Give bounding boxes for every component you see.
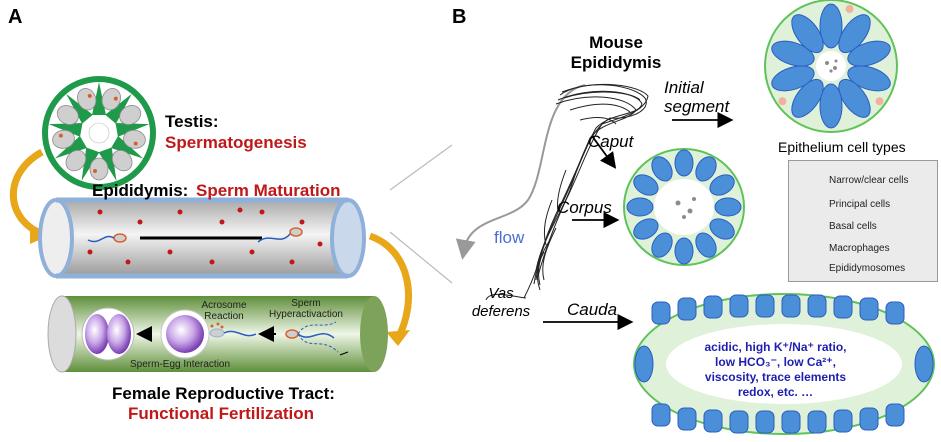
panel-b-label: B [452, 6, 467, 28]
panel-a-diagram [9, 76, 453, 373]
condition-line-1: acidic, high K⁺/Na⁺ ratio, [704, 340, 847, 354]
condition-line-3: viscosity, trace elements [704, 370, 847, 384]
corpus-label: Corpus [557, 198, 612, 217]
female-tract-tube [47, 295, 388, 373]
frt-title: Female Reproductive Tract: [112, 384, 335, 403]
initial-segment-tubule [764, 0, 898, 133]
initial-line1: Initial [664, 78, 704, 97]
initial-segment-label: Initial segment [664, 78, 729, 116]
cauda-tubule [633, 293, 935, 435]
epididymis-tube [38, 197, 366, 279]
hyper-line1: Sperm [291, 298, 321, 309]
legend-item-narrow: Narrow/clear cells [829, 175, 909, 186]
testis-to-epididymis-arrow [9, 148, 44, 236]
caput-label: Caput [588, 132, 634, 151]
legend-item-epididymosomes: Epididymosomes [829, 263, 906, 274]
caput-corpus-tubule [623, 148, 745, 266]
acrosome-line2: Reaction [204, 311, 244, 322]
mouse-epididymis-title: Mouse Epididymis [556, 33, 676, 73]
frt-process: Functional Fertilization [128, 404, 315, 423]
cauda-label: Cauda [567, 300, 618, 319]
title-line1: Mouse [589, 33, 643, 52]
legend-title: Epithelium cell types [778, 139, 906, 155]
legend-item-macrophages: Macrophages [829, 243, 890, 254]
acrosome-reaction-label: Acrosome Reaction [194, 300, 254, 322]
legend-item-basal: Basal cells [829, 221, 877, 232]
testis-process: Spermatogenesis [165, 133, 307, 152]
testis-cross-section [42, 76, 156, 190]
acrosome-line1: Acrosome [201, 300, 247, 311]
condition-line-2: low HCO₃⁻, low Ca²⁺, [715, 355, 836, 369]
epididymis-title: Epididymis: [92, 181, 189, 200]
epididymis-process: Sperm Maturation [196, 181, 341, 200]
vas-line1: Vas [488, 285, 514, 302]
legend-box: Narrow/clear cells Principal cells Basal… [788, 160, 938, 282]
hyperactivation-label: Sperm Hyperactivaction [256, 298, 356, 320]
flow-arrow [455, 84, 586, 260]
panel-a-label: A [8, 6, 23, 28]
title-line2: Epididymis [570, 53, 662, 72]
initial-line2: segment [664, 97, 730, 116]
testis-title: Testis: [165, 112, 219, 131]
hyper-line2: Hyperactivaction [269, 309, 343, 320]
condition-line-4: redox, etc. … [737, 385, 814, 399]
cauda-conditions: acidic, high K⁺/Na⁺ ratio, low HCO₃⁻, lo… [668, 340, 883, 400]
flow-label: flow [494, 228, 525, 247]
epididymis-to-frt-arrow [368, 232, 413, 340]
sperm-egg-interaction-label: Sperm-Egg Interaction [130, 359, 231, 370]
vas-line2: deferens [471, 303, 531, 320]
epididymis-duct [523, 83, 649, 299]
panel-b-diagram [455, 0, 935, 435]
vas-deferens-label: Vas deferens [466, 285, 536, 321]
legend-item-principal: Principal cells [829, 199, 891, 210]
